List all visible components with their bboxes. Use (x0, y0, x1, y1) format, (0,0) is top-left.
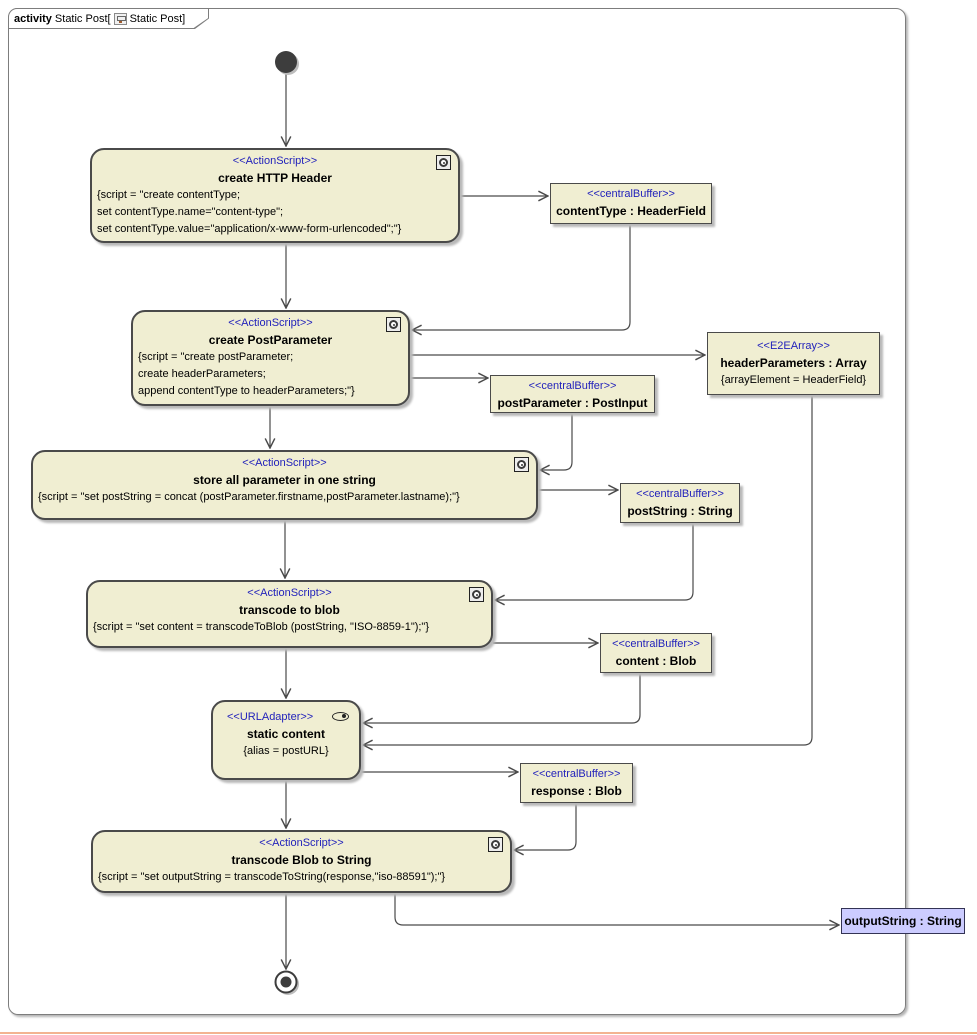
script-gear-icon (469, 587, 484, 602)
script-gear-icon (514, 457, 529, 472)
action-store-all-parameter[interactable]: <<ActionScript>> store all parameter in … (31, 450, 538, 520)
frame-activity-name: Static Post[ (54, 12, 111, 25)
node-name: create HTTP Header (218, 171, 332, 185)
script-line: {script = "set content = transcodeToBlob… (93, 621, 430, 633)
buffer-content[interactable]: <<centralBuffer>> content : Blob (600, 633, 712, 673)
script-line: append contentType to headerParameters;"… (138, 385, 355, 397)
buffer-postparameter[interactable]: <<centralBuffer>> postParameter : PostIn… (490, 375, 655, 413)
activity-frame (8, 8, 906, 1015)
frame-keyword: activity (14, 12, 52, 25)
node-name: create PostParameter (208, 333, 333, 347)
script-gear-icon (488, 837, 503, 852)
buffer-name: postParameter : PostInput (497, 396, 648, 410)
diagram-icon (113, 12, 127, 25)
stereotype-label: <<ActionScript>> (228, 317, 313, 329)
initial-node[interactable] (275, 51, 299, 75)
stereotype-label: <<centralBuffer>> (636, 488, 724, 500)
script-gear-icon (386, 317, 401, 332)
edge-postparameter-buffer-to-store-all-parameter[interactable] (540, 413, 573, 470)
script-line: set contentType.name="content-type"; (97, 206, 284, 218)
stereotype-label: <<ActionScript>> (247, 587, 332, 599)
script-line: {script = "set outputString = transcodeT… (98, 871, 446, 883)
edge-transcode-blob-to-string-to-outputstring[interactable] (394, 893, 839, 925)
window-bottom-edge (0, 1032, 977, 1034)
stereotype-label: <<ActionScript>> (232, 155, 318, 167)
buffer-name: response : Blob (531, 784, 622, 798)
stereotype-label: <<URLAdapter>> (227, 711, 314, 723)
stereotype-label: <<centralBuffer>> (528, 380, 617, 392)
frame-title-tab[interactable]: activity Static Post[ Static Post ] (8, 8, 209, 29)
frame-closing-bracket: ] (182, 12, 186, 25)
array-headerparameters[interactable]: <<E2EArray>> headerParameters : Array {a… (707, 332, 880, 395)
node-name: transcode to blob (239, 603, 340, 617)
script-line: {script = "create contentType; (97, 189, 241, 201)
parameter-outputstring[interactable]: outputString : String (841, 908, 965, 934)
node-name: store all parameter in one string (193, 473, 376, 487)
script-line: {script = "set postString = concat (post… (38, 491, 460, 503)
constraint-label: {alias = postURL} (243, 745, 329, 757)
script-line: {script = "create postParameter; (138, 351, 294, 363)
buffer-name: postString : String (627, 504, 733, 518)
activity-final-node[interactable] (274, 970, 300, 996)
action-transcode-to-blob[interactable]: <<ActionScript>> transcode to blob {scri… (86, 580, 493, 648)
stereotype-label: <<centralBuffer>> (612, 638, 700, 650)
url-adapter-icon (332, 712, 349, 721)
script-line: create headerParameters; (138, 368, 266, 380)
stereotype-label: <<centralBuffer>> (587, 188, 675, 200)
edge-contenttype-buffer-to-create-postparameter[interactable] (412, 224, 631, 330)
edge-content-buffer-to-static-content[interactable] (363, 673, 641, 723)
adapter-static-content[interactable]: <<URLAdapter>> static content {alias = p… (211, 700, 361, 780)
script-line: set contentType.value="application/x-www… (97, 223, 402, 235)
buffer-name: contentType : HeaderField (556, 204, 706, 218)
action-create-postparameter[interactable]: <<ActionScript>> create PostParameter {s… (131, 310, 410, 406)
action-transcode-blob-to-string[interactable]: <<ActionScript>> transcode Blob to Strin… (91, 830, 512, 893)
script-gear-icon (436, 155, 451, 170)
parameter-name: outputString : String (844, 914, 962, 928)
frame-diagram-name: Static Post (129, 12, 183, 25)
constraint-label: {arrayElement = HeaderField} (720, 374, 867, 386)
buffer-response[interactable]: <<centralBuffer>> response : Blob (520, 763, 633, 803)
stereotype-label: <<ActionScript>> (259, 837, 344, 849)
node-name: transcode Blob to String (231, 853, 372, 867)
buffer-name: headerParameters : Array (720, 356, 867, 370)
edge-response-buffer-to-transcode-blob-to-string[interactable] (514, 803, 577, 850)
stereotype-label: <<ActionScript>> (242, 457, 327, 469)
buffer-contenttype[interactable]: <<centralBuffer>> contentType : HeaderFi… (550, 183, 712, 224)
edge-poststring-buffer-to-transcode-to-blob[interactable] (495, 523, 694, 600)
edge-headerparameters-array-to-static-content[interactable] (363, 395, 813, 745)
stereotype-label: <<centralBuffer>> (532, 768, 621, 780)
stereotype-label: <<E2EArray>> (757, 340, 830, 352)
buffer-poststring[interactable]: <<centralBuffer>> postString : String (620, 483, 740, 523)
action-create-http-header[interactable]: <<ActionScript>> create HTTP Header {scr… (90, 148, 460, 243)
buffer-name: content : Blob (615, 654, 697, 668)
node-name: static content (246, 727, 325, 741)
